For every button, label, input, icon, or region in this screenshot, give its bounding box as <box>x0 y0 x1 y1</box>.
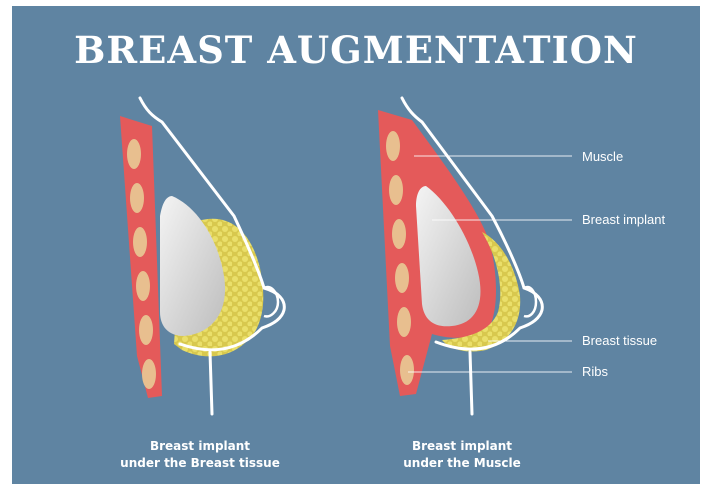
label-breast-implant: Breast implant <box>582 212 665 227</box>
caption-left: Breast implant under the Breast tissue <box>100 438 300 472</box>
label-breast-tissue: Breast tissue <box>582 333 657 348</box>
caption-left-line2: under the Breast tissue <box>100 455 300 472</box>
diagram-panel: BREAST AUGMENTATION <box>12 6 700 484</box>
left-figure <box>120 98 284 414</box>
left-implant <box>160 196 225 336</box>
anatomy-illustration <box>12 6 700 484</box>
caption-right-line1: Breast implant <box>362 438 562 455</box>
caption-left-line1: Breast implant <box>100 438 300 455</box>
right-figure <box>378 98 542 414</box>
label-muscle: Muscle <box>582 149 623 164</box>
left-muscle <box>120 116 162 398</box>
caption-right: Breast implant under the Muscle <box>362 438 562 472</box>
caption-right-line2: under the Muscle <box>362 455 562 472</box>
label-ribs: Ribs <box>582 364 608 379</box>
